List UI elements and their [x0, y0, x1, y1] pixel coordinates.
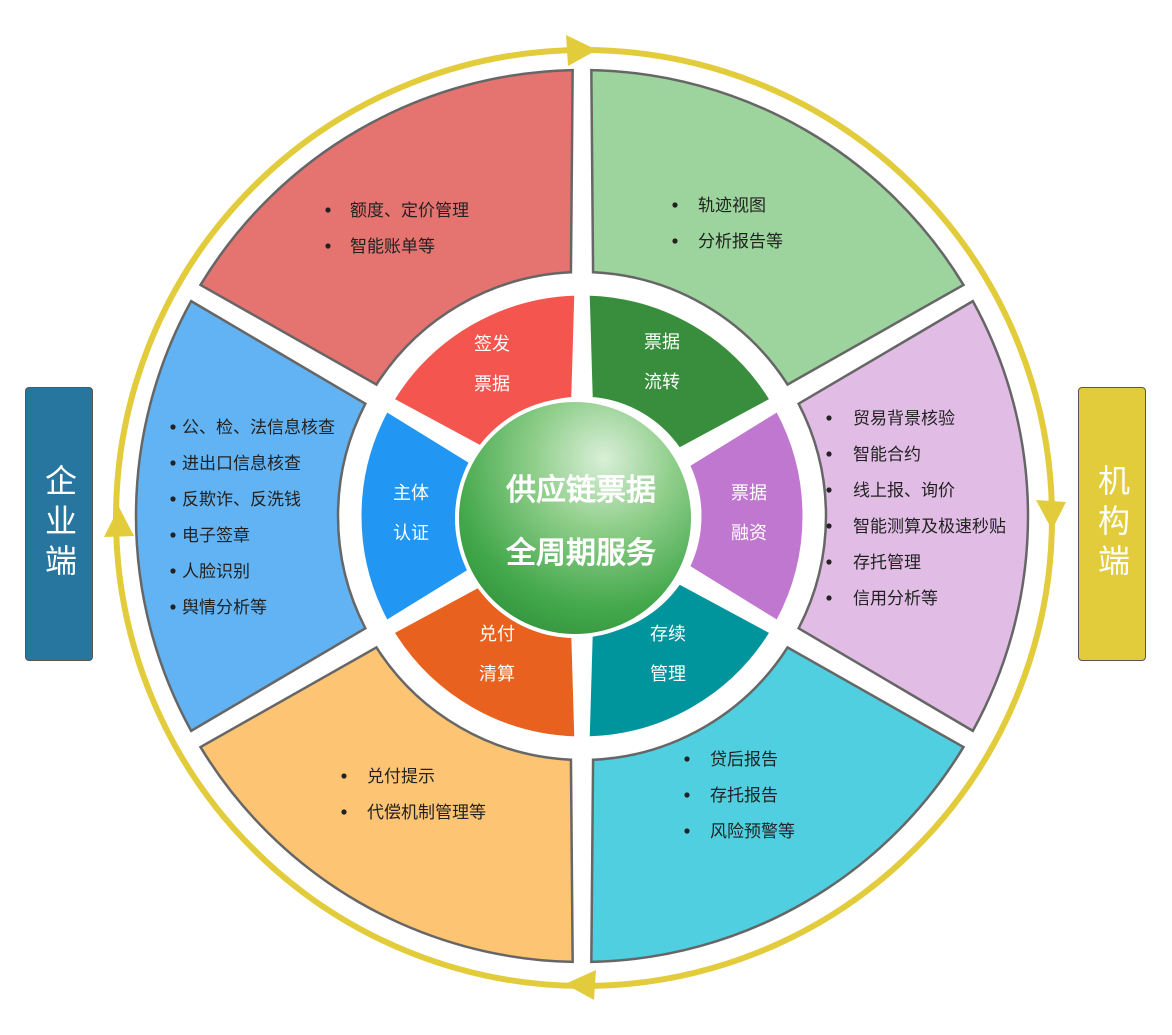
inner-label-custody: 管理	[650, 664, 686, 685]
segment-item-settle: 代偿机制管理等	[367, 803, 486, 823]
center-circle	[455, 398, 695, 638]
inner-label-issue: 票据	[474, 374, 510, 395]
inner-label-finance: 融资	[731, 523, 767, 544]
outer-segment-auth	[134, 299, 368, 733]
bullet-icon	[170, 604, 176, 610]
cycle-arrow-bottom-icon	[565, 970, 596, 1000]
cycle-arrow-top-icon	[566, 35, 597, 66]
inner-label-transfer: 票据	[644, 332, 680, 353]
institution-side-box: 机构端	[1078, 387, 1146, 661]
segment-item-finance: 智能测算及极速秒贴	[853, 517, 1006, 537]
bullet-icon	[325, 207, 331, 213]
segment-item-auth: 进出口信息核查	[182, 454, 301, 474]
institution-side-label: 机构端	[1093, 464, 1131, 584]
segment-item-custody: 风险预警等	[710, 822, 795, 842]
outer-segment-custody	[590, 645, 966, 964]
inner-label-auth: 主体	[393, 483, 429, 504]
segment-item-finance: 线上报、询价	[853, 481, 955, 501]
segment-item-settle: 兑付提示	[367, 767, 435, 787]
inner-label-custody: 存续	[650, 624, 686, 645]
inner-segment-custody	[586, 580, 774, 740]
bullet-icon	[170, 532, 176, 538]
segment-item-auth: 舆情分析等	[182, 598, 267, 618]
enterprise-side-box: 企业端	[25, 387, 93, 661]
segment-item-custody: 存托报告	[710, 786, 778, 806]
inner-segment-transfer	[586, 292, 774, 452]
segment-item-finance: 信用分析等	[853, 589, 938, 609]
cycle-arrow-right-icon	[1036, 500, 1066, 530]
cycle-arrow-left-icon	[104, 507, 134, 537]
inner-label-auth: 认证	[393, 523, 429, 544]
bullet-icon	[325, 243, 331, 249]
segment-item-finance: 智能合约	[853, 445, 921, 465]
outer-segment-settle	[198, 645, 574, 964]
bullet-icon	[672, 238, 678, 244]
enterprise-side-label: 企业端	[40, 464, 78, 584]
bullet-icon	[826, 595, 832, 601]
outer-segment-issue	[198, 68, 574, 387]
center-title-line-2: 全周期服务	[505, 536, 656, 571]
bullet-icon	[826, 523, 832, 529]
bullet-icon	[672, 202, 678, 208]
segment-item-issue: 智能账单等	[350, 237, 435, 257]
segment-item-finance: 存托管理	[853, 553, 921, 573]
bullet-icon	[684, 828, 690, 834]
inner-segment-finance	[686, 408, 806, 624]
segment-item-issue: 额度、定价管理	[350, 201, 469, 221]
bullet-icon	[170, 424, 176, 430]
bullet-icon	[170, 568, 176, 574]
outer-segment-transfer	[590, 68, 966, 387]
segment-item-transfer: 轨迹视图	[698, 196, 766, 216]
bullet-icon	[826, 451, 832, 457]
center-title-line-1: 供应链票据	[505, 473, 656, 508]
bullet-icon	[684, 792, 690, 798]
inner-label-transfer: 流转	[644, 372, 680, 393]
bullet-icon	[826, 487, 832, 493]
bullet-icon	[341, 809, 347, 815]
segment-item-auth: 人脸识别	[182, 562, 250, 582]
segment-item-auth: 电子签章	[182, 526, 250, 546]
bullet-icon	[826, 415, 832, 421]
inner-label-settle: 兑付	[479, 624, 515, 645]
inner-label-issue: 签发	[474, 334, 510, 355]
segment-item-auth: 公、检、法信息核查	[182, 418, 335, 438]
segment-item-finance: 贸易背景核验	[853, 409, 955, 429]
segment-item-auth: 反欺诈、反洗钱	[182, 490, 301, 510]
bullet-icon	[341, 773, 347, 779]
bullet-icon	[170, 496, 176, 502]
bullet-icon	[684, 756, 690, 762]
inner-label-settle: 清算	[479, 664, 515, 685]
segment-item-custody: 贷后报告	[710, 750, 778, 770]
segment-item-transfer: 分析报告等	[698, 232, 783, 252]
bullet-icon	[826, 559, 832, 565]
outer-segment-finance	[796, 299, 1030, 733]
bullet-icon	[170, 460, 176, 466]
inner-label-finance: 票据	[731, 483, 767, 504]
